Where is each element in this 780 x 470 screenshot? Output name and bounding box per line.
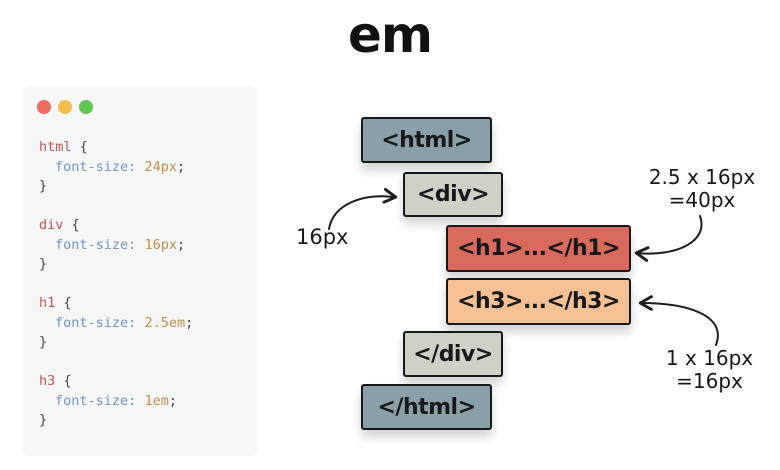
diagram-box-div-close: </div> xyxy=(403,331,503,377)
css-property: font-size xyxy=(55,236,129,253)
h3-calculation-annotation: 1 x 16px =16px xyxy=(652,347,767,393)
css-value: 24px xyxy=(144,158,177,175)
close-window-icon xyxy=(37,100,51,114)
css-selector: h1 xyxy=(39,295,56,311)
page-title: em xyxy=(347,6,433,64)
arrow-calc-to-h3 xyxy=(638,295,719,346)
diagram-box-div-open: <div> xyxy=(403,172,503,217)
h3-calc-line2: =16px xyxy=(676,369,743,393)
css-value: 1em xyxy=(144,392,169,409)
h1-calc-line1: 2.5 x 16px xyxy=(648,165,756,189)
code-editor-panel: html { font-size: 24px; } div { font-siz… xyxy=(22,86,258,456)
css-selector: div xyxy=(39,217,64,233)
css-rule-html: html { font-size: 24px; } xyxy=(39,139,186,194)
css-property: font-size xyxy=(55,314,129,331)
minimize-window-icon xyxy=(58,100,72,114)
css-value: 16px xyxy=(144,236,177,253)
h1-calc-line2: =40px xyxy=(668,188,736,212)
div-font-size-annotation: 16px xyxy=(296,225,349,249)
h3-calc-line1: 1 x 16px xyxy=(665,346,754,370)
css-property: font-size xyxy=(55,392,129,409)
diagram-box-h3: <h3>...</h3> xyxy=(446,278,631,325)
h1-calculation-annotation: 2.5 x 16px =40px xyxy=(638,166,766,212)
css-rule-div: div { font-size: 16px; } xyxy=(39,217,186,272)
diagram-box-h1: <h1>...</h1> xyxy=(446,225,631,272)
css-rule-h3: h3 { font-size: 1em; } xyxy=(39,373,177,428)
arrow-calc-to-h1 xyxy=(634,215,703,262)
zoom-window-icon xyxy=(79,100,93,114)
css-selector: html xyxy=(39,139,72,155)
css-value: 2.5em xyxy=(144,314,186,331)
diagram-box-html-close: </html> xyxy=(361,384,492,430)
css-code-block: html { font-size: 24px; } div { font-siz… xyxy=(39,138,252,450)
css-property: font-size xyxy=(55,158,129,175)
window-controls xyxy=(22,86,258,114)
css-selector: h3 xyxy=(39,373,56,389)
diagram-box-html-open: <html> xyxy=(361,117,492,163)
css-rule-h1: h1 { font-size: 2.5em; } xyxy=(39,295,194,350)
